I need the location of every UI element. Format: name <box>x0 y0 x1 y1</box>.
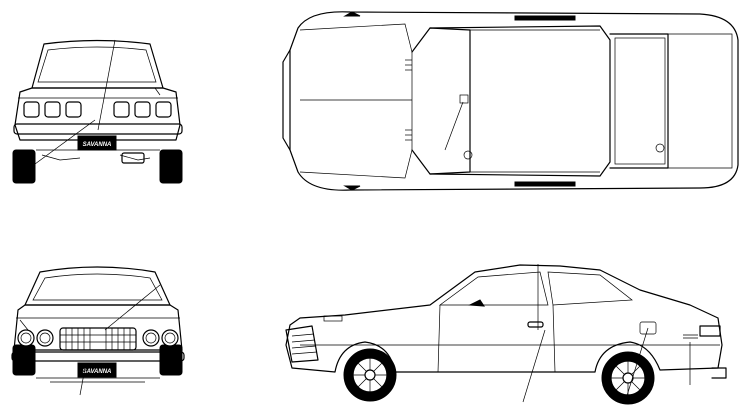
top-mirror-left <box>343 11 361 17</box>
rear-view: SAVANNA <box>12 39 183 184</box>
front-grille <box>59 327 137 351</box>
front-body <box>13 304 183 351</box>
side-rear-light <box>699 325 721 337</box>
front-license-plate <box>77 362 117 378</box>
taillights-right <box>113 101 172 118</box>
front-roof <box>24 266 171 306</box>
headlights-left <box>17 329 54 347</box>
rear-right-tire <box>159 149 183 184</box>
side-view <box>285 264 727 405</box>
front-view: SAVANNA <box>11 266 185 396</box>
side-mirror <box>468 299 485 307</box>
front-plate-text: SAVANNA <box>83 369 112 375</box>
top-front-bumper <box>282 49 291 151</box>
side-rear-window <box>547 271 633 306</box>
top-hood <box>299 23 413 179</box>
side-fuel-door <box>639 321 657 335</box>
side-marker <box>323 315 343 322</box>
windshield <box>32 273 163 301</box>
top-trim-right <box>514 181 576 187</box>
rear-left-tire <box>12 149 36 184</box>
top-view <box>282 11 739 191</box>
top-roof <box>429 25 611 177</box>
rear-body <box>14 87 181 141</box>
side-door-handle <box>527 321 544 328</box>
rear-bumper <box>13 123 183 135</box>
headlights-right <box>142 329 179 347</box>
taillights-left <box>23 101 82 118</box>
side-rear-bumper <box>711 367 727 379</box>
rear-plate-text: SAVANNA <box>83 142 112 148</box>
top-rear-window <box>609 33 669 169</box>
top-windshield <box>411 27 471 175</box>
side-body-outline <box>285 264 723 373</box>
top-mirror-right <box>343 185 361 191</box>
rear-window <box>37 46 157 83</box>
top-trim-left <box>514 15 576 21</box>
top-body-outline <box>289 11 739 191</box>
top-trunk <box>668 33 733 169</box>
front-bumper <box>11 351 185 362</box>
exhaust <box>121 152 145 164</box>
top-fuel-cap <box>463 150 473 160</box>
rear-roof <box>31 39 164 89</box>
side-front-window <box>438 271 549 306</box>
side-front-grille <box>285 325 319 363</box>
